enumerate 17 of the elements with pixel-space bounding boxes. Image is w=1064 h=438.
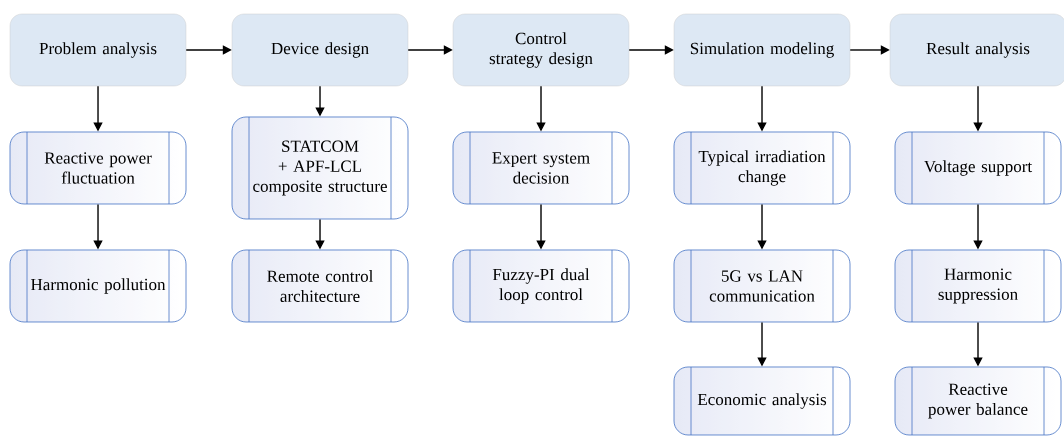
predefined-process-box: Reactive power fluctuation xyxy=(9,131,187,205)
predefined-process-box: Harmonic suppression xyxy=(894,249,1062,323)
process-box: Control strategy design xyxy=(452,13,630,87)
process-box: Problem analysis xyxy=(9,13,187,87)
process-box: Result analysis xyxy=(889,13,1064,87)
predefined-process-box: 5G vs LAN communication xyxy=(673,249,851,323)
predefined-process-box: Remote control architecture xyxy=(231,249,409,323)
process-box: Simulation modeling xyxy=(673,13,851,87)
process-box: Device design xyxy=(231,13,409,87)
predefined-process-box: Economic analysis xyxy=(673,366,851,436)
predefined-process-box: Typical irradiation change xyxy=(673,131,851,205)
predefined-process-box: Voltage support xyxy=(894,131,1062,205)
predefined-process-box: STATCOM + APF-LCL composite structure xyxy=(231,116,409,220)
predefined-process-box: Expert system decision xyxy=(452,131,630,205)
predefined-process-box: Fuzzy-PI dual loop control xyxy=(452,249,630,323)
predefined-process-box: Reactive power balance xyxy=(894,366,1062,436)
predefined-process-box: Harmonic pollution xyxy=(9,249,187,323)
